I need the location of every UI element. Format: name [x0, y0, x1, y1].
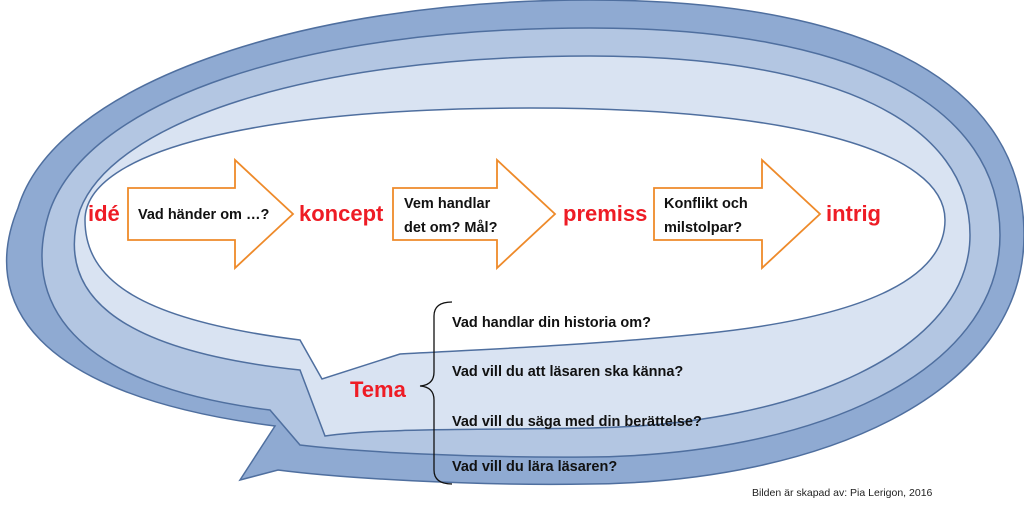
concept-flow: idé Vad händer om …? koncept Vem handlar…	[88, 157, 881, 271]
term-koncept: koncept	[299, 201, 384, 226]
tema-question-3: Vad vill du säga med din berättelse?	[452, 414, 702, 430]
arrow-shape-2	[392, 157, 557, 271]
tema-question-1: Vad handlar din historia om?	[452, 315, 651, 331]
credit-text: Bilden är skapad av: Pia Lerigon, 2016	[752, 487, 933, 499]
arrow-3-text: Konflikt och milstolpar?	[664, 196, 752, 236]
arrow-shape-1	[127, 157, 295, 271]
tema-brace	[419, 301, 453, 485]
term-intrig: intrig	[826, 201, 881, 226]
arrow-3: Konflikt och milstolpar?	[653, 157, 822, 271]
term-premiss: premiss	[563, 201, 647, 226]
arrow-shape-3	[653, 157, 822, 271]
arrow-2-text: Vem handlar det om? Mål?	[404, 196, 498, 236]
tema-label: Tema	[350, 377, 407, 402]
tema-question-2: Vad vill du att läsaren ska känna?	[452, 364, 683, 380]
arrow-2: Vem handlar det om? Mål?	[392, 157, 557, 271]
arrow-1-text: Vad händer om …?	[138, 207, 269, 223]
tema-section: Tema Vad handlar din historia om? Vad vi…	[350, 301, 702, 485]
tema-question-4: Vad vill du lära läsaren?	[452, 459, 617, 475]
term-ide: idé	[88, 201, 120, 226]
arrow-1: Vad händer om …?	[127, 157, 295, 271]
speech-bubble	[5, 0, 1024, 486]
